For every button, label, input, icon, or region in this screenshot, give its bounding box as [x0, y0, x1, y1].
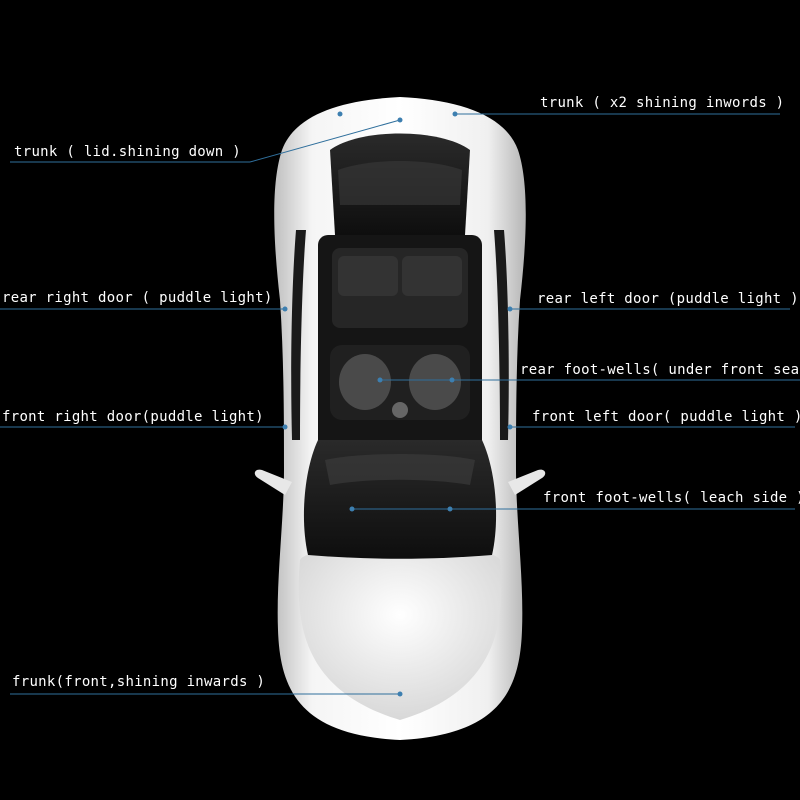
label-rear-left-door: rear left door (puddle light )	[537, 291, 799, 307]
marker-trunk-lid	[397, 117, 403, 123]
rear-seat-left	[338, 256, 398, 296]
marker-front-left-door	[507, 424, 513, 430]
marker-frunk	[397, 691, 403, 697]
label-frunk: frunk(front,shining inwards )	[12, 674, 266, 690]
console	[392, 402, 408, 418]
marker-front-right-door	[282, 424, 288, 430]
marker-dots	[282, 111, 513, 697]
left-side-window	[291, 230, 306, 440]
leader-line-trunk-lid-d	[249, 119, 401, 163]
car-hood	[298, 545, 502, 720]
right-mirror	[508, 469, 546, 495]
label-front-left-door: front left door( puddle light )	[532, 409, 800, 425]
marker-rear-foot-well-left	[377, 377, 383, 383]
dashboard	[325, 454, 475, 485]
rear-window-shine	[338, 161, 462, 205]
marker-rear-foot-well-right	[449, 377, 455, 383]
leader-lines	[0, 113, 800, 695]
label-front-foot-wells: front foot-wells( leach side )	[543, 490, 800, 506]
left-mirror	[254, 469, 292, 495]
rear-seat-right	[402, 256, 462, 296]
front-seat-left	[339, 354, 391, 410]
marker-rear-right-door	[282, 306, 288, 312]
marker-trunk-right	[452, 111, 458, 117]
right-side-window	[494, 230, 509, 440]
marker-front-foot-well-right	[447, 506, 453, 512]
label-trunk-x2: trunk ( x2 shining inwords )	[540, 95, 785, 111]
front-seat-right	[409, 354, 461, 410]
marker-front-foot-well-left	[349, 506, 355, 512]
label-trunk-lid: trunk ( lid.shining down )	[14, 144, 241, 160]
label-rear-foot-wells: rear foot-wells( under front seat	[520, 362, 800, 378]
label-rear-right-door: rear right door ( puddle light)	[2, 290, 273, 306]
label-front-right-door: front right door(puddle light)	[2, 409, 264, 425]
marker-rear-left-door	[507, 306, 513, 312]
marker-trunk-left	[337, 111, 343, 117]
